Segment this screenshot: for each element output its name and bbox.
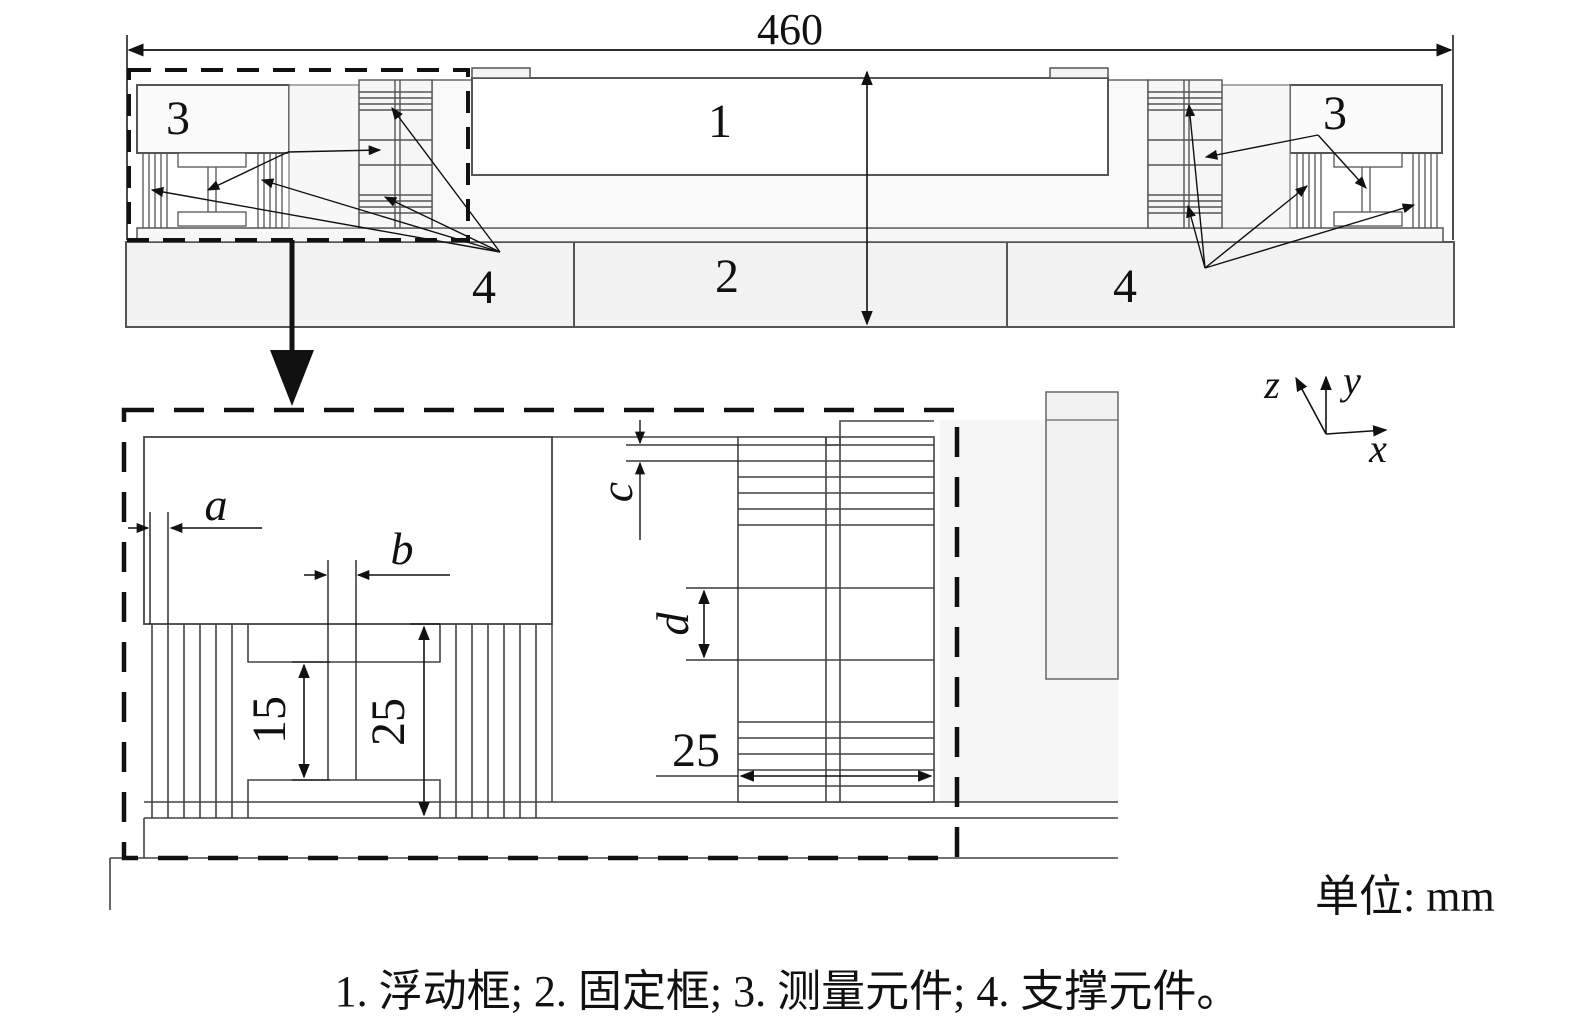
label-floating-frame: 1 (708, 95, 732, 148)
dim-d-label: d (647, 612, 698, 636)
axis-y-label: y (1339, 358, 1361, 403)
figure-caption: 1. 浮动框; 2. 固定框; 3. 测量元件; 4. 支撑元件。 (334, 967, 1241, 1016)
detail-frame (121, 407, 960, 861)
floating-frame-top (471, 77, 1109, 176)
unit-note: 单位: mm (1315, 872, 1495, 921)
label-fixed-frame: 2 (715, 250, 739, 303)
overall-dimension-label: 460 (757, 5, 823, 54)
dim-a-label: a (205, 479, 228, 530)
detail-view: a b 15 25 c d 25 (109, 391, 1119, 910)
measuring-block-left (136, 84, 290, 154)
dim-b-label: b (391, 523, 414, 574)
detail-measuring-block (143, 436, 553, 625)
label-support-right: 4 (1113, 260, 1137, 313)
measuring-block-right (1289, 84, 1443, 154)
label-measuring-left: 3 (166, 92, 190, 145)
dim-25-horizontal-label: 25 (672, 724, 720, 777)
dim-25-vertical-label: 25 (362, 698, 415, 746)
dim-c-label: c (591, 482, 642, 502)
fixed-frame (125, 241, 1455, 328)
dim-15-label: 15 (243, 696, 296, 744)
axis-x-label: x (1368, 426, 1387, 471)
detail-pointer-arrow (270, 240, 314, 406)
axis-z-label: z (1263, 362, 1280, 407)
coordinate-axes: z y x (1263, 358, 1388, 471)
top-view: 460 (125, 5, 1455, 328)
label-support-left: 4 (472, 261, 496, 314)
label-measuring-right: 3 (1323, 87, 1347, 140)
